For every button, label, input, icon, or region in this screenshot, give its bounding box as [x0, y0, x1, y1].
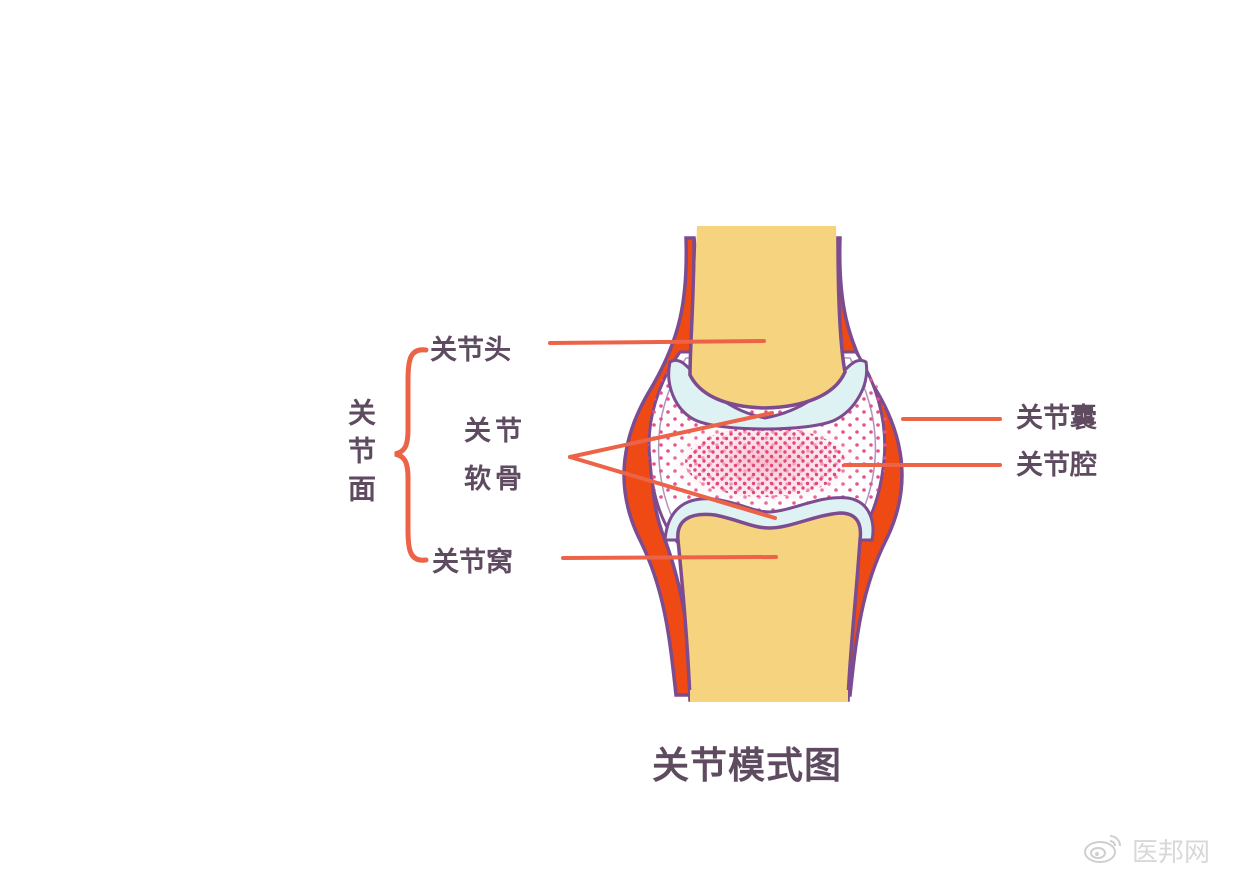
- leader-cartilage-top: [568, 411, 774, 459]
- leader-joint-head: [548, 339, 766, 345]
- label-joint-socket: 关节窝: [432, 547, 513, 578]
- label-cartilage-line1: 关节: [464, 416, 526, 447]
- leader-joint-socket: [561, 555, 778, 560]
- joint-socket-bone: [663, 496, 875, 702]
- leader-lines: [548, 339, 1002, 560]
- joint-head-bone: [667, 226, 869, 431]
- label-joint-head: 关节头: [430, 335, 511, 366]
- watermark-text: 医邦网: [1132, 838, 1211, 868]
- diagram-title: 关节模式图: [652, 744, 842, 787]
- leader-cartilage-bottom: [568, 455, 777, 520]
- label-cartilage-line2: 软骨: [464, 464, 526, 495]
- label-joint-cavity: 关节腔: [1016, 450, 1097, 481]
- joint-surface-brace: [394, 347, 429, 563]
- watermark: 医邦网: [1082, 830, 1210, 871]
- label-joint-capsule: 关节囊: [1016, 403, 1097, 434]
- weibo-icon: [1082, 830, 1126, 871]
- label-joint-surface: 关节面: [344, 398, 377, 512]
